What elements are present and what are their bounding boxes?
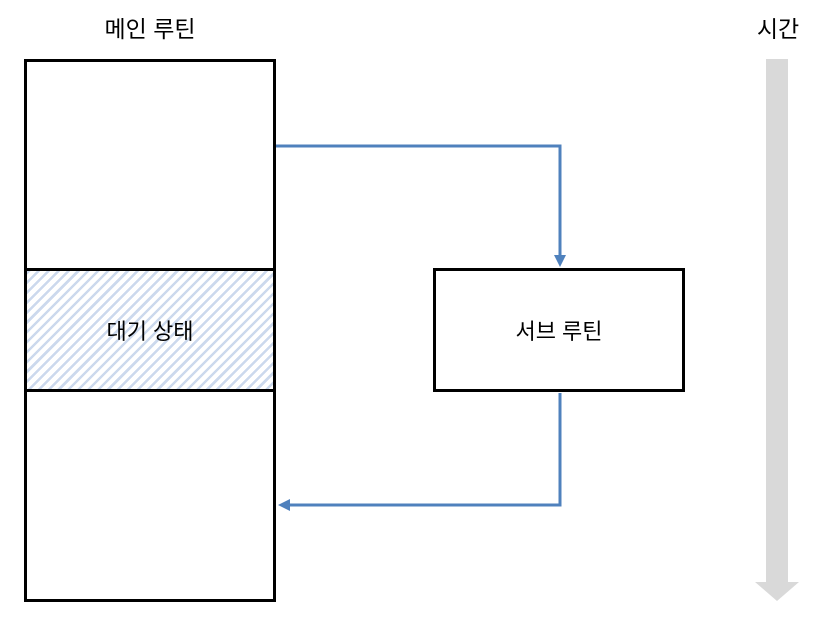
main-routine-segment-bottom [27, 392, 273, 599]
sub-routine-box: 서브 루틴 [433, 268, 685, 392]
waiting-state-label: 대기 상태 [106, 319, 194, 344]
time-arrow [755, 59, 799, 601]
waiting-state-box: 대기 상태 [27, 268, 273, 392]
main-routine-segment-top [27, 62, 273, 268]
call-arrow [276, 144, 566, 267]
main-routine-box: 대기 상태 [24, 59, 276, 602]
sub-routine-label: 서브 루틴 [515, 319, 603, 344]
time-label: 시간 [756, 16, 800, 42]
main-routine-title: 메인 루틴 [104, 16, 196, 42]
return-arrow [278, 393, 562, 511]
